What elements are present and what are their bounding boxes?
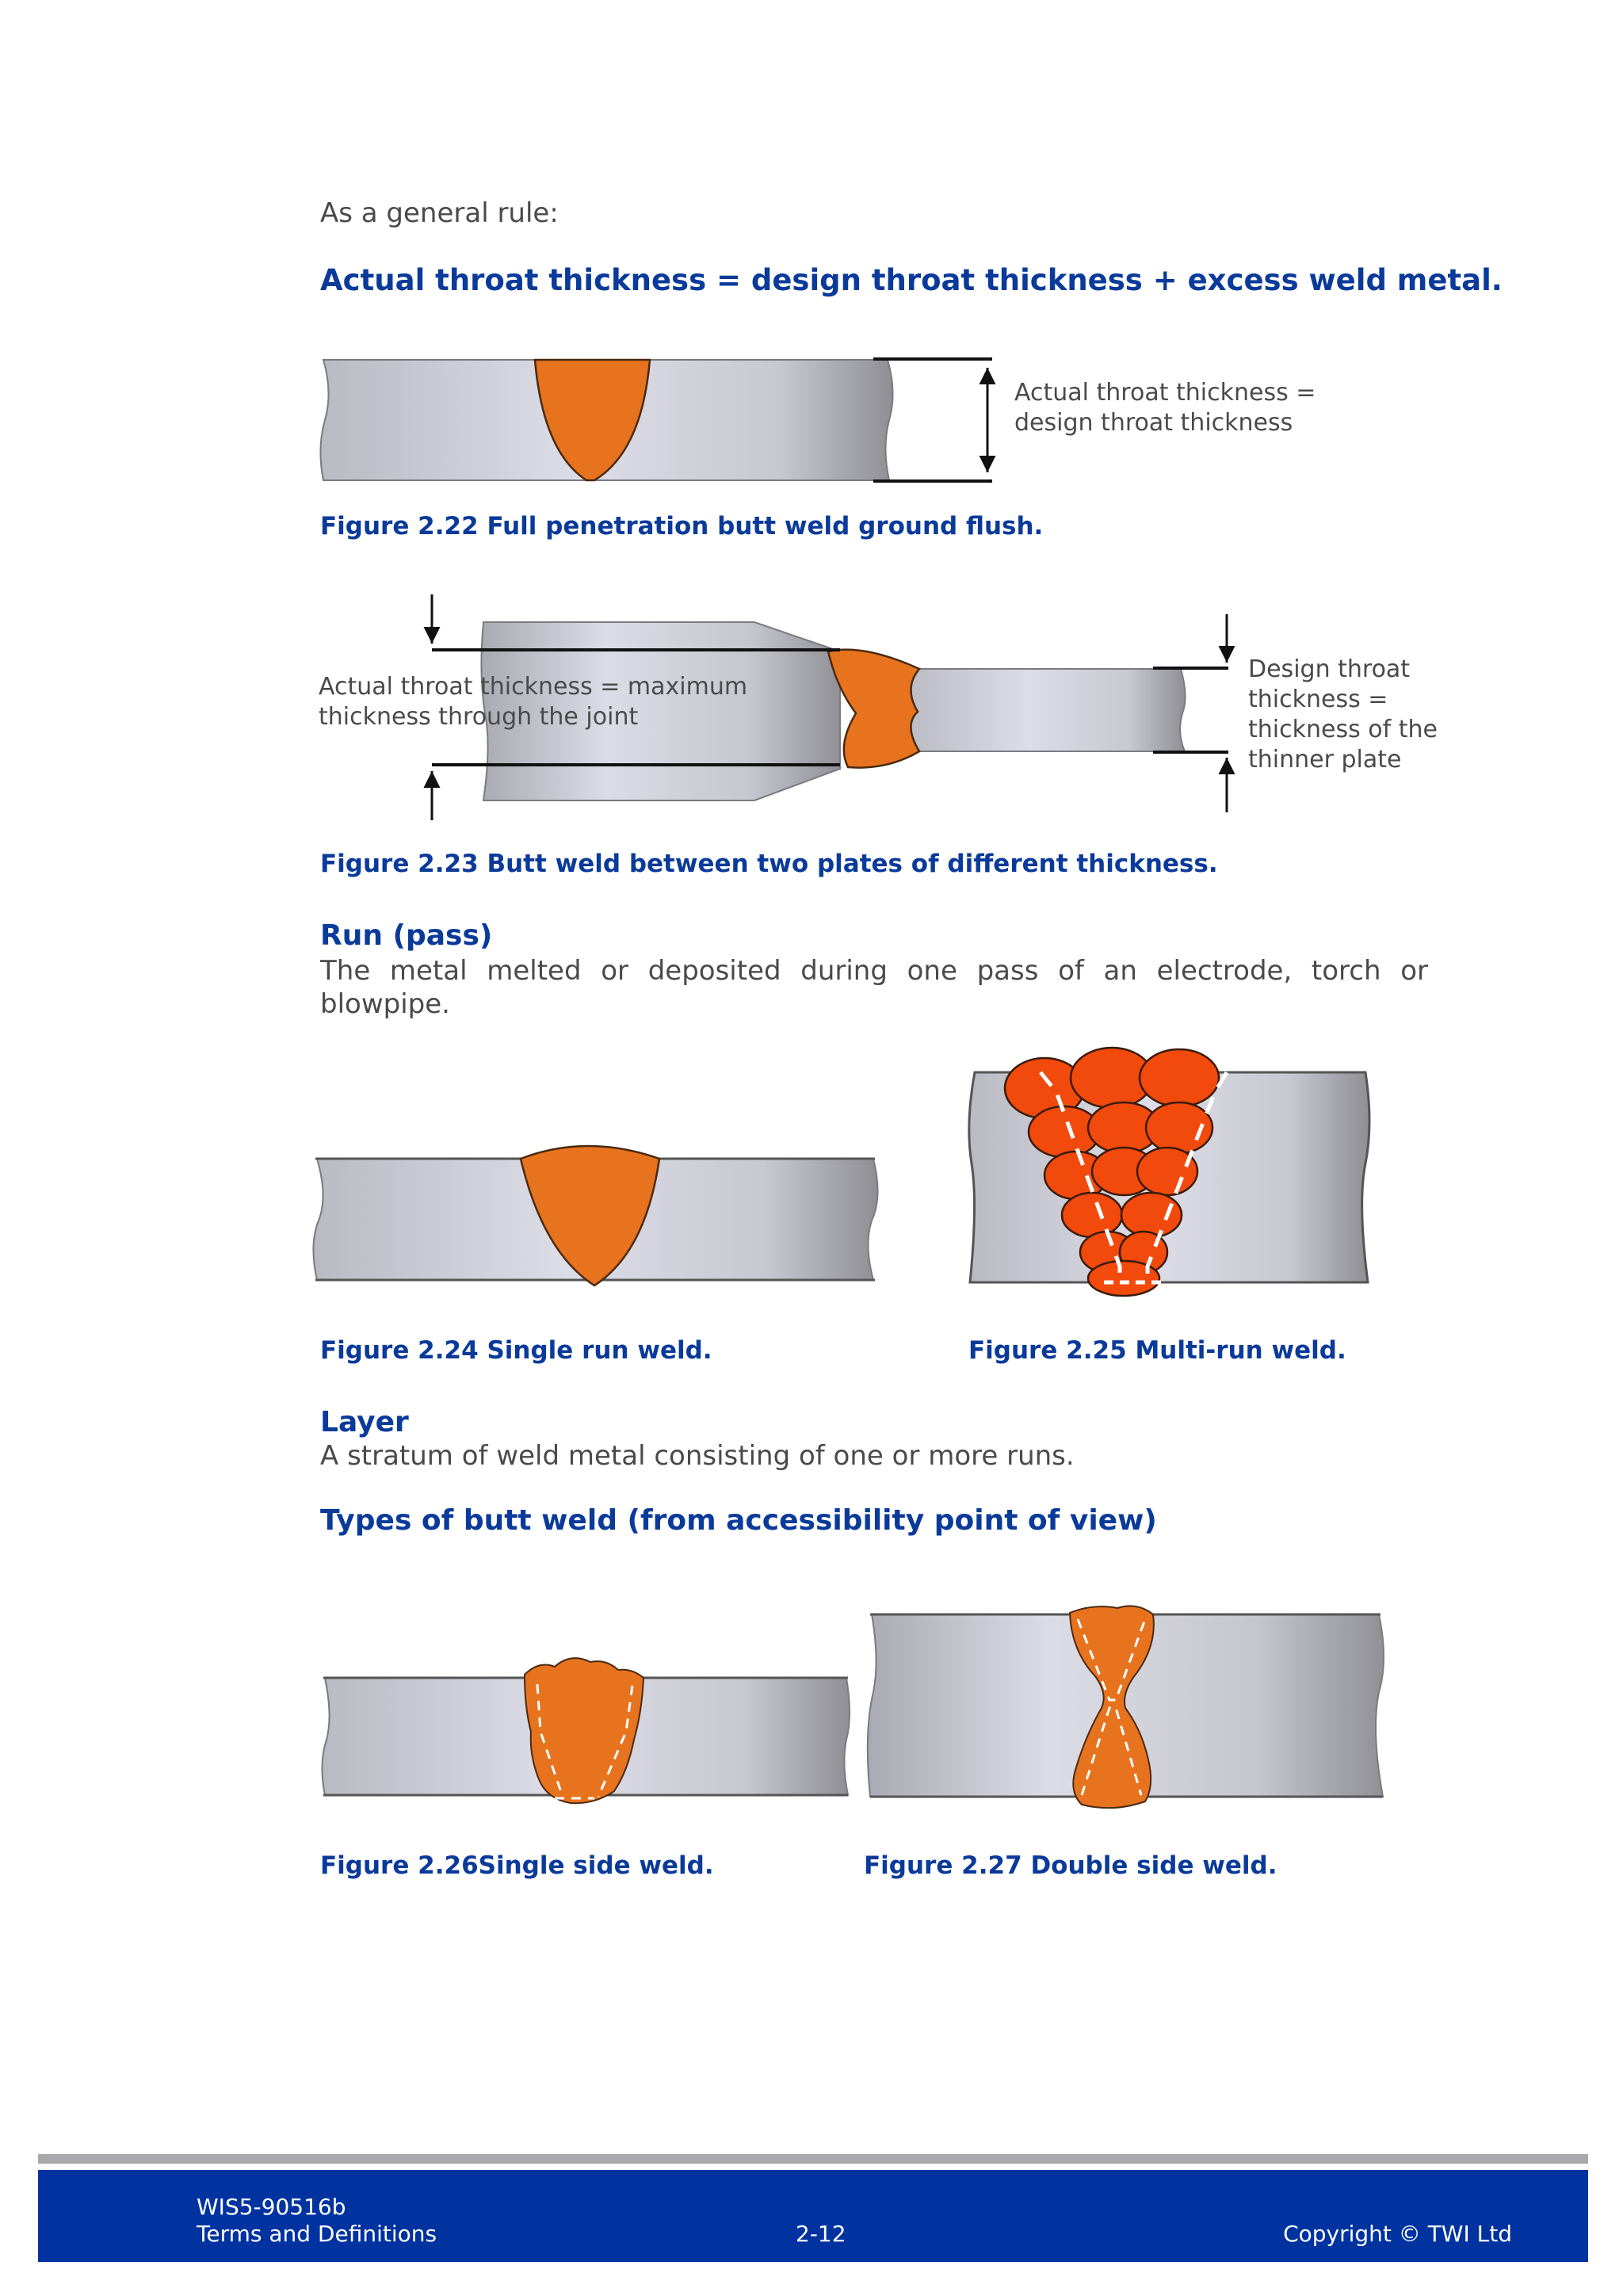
figure-2-25-diagram xyxy=(968,1046,1371,1297)
footer-band: WIS5-90516b Terms and Definitions 2-12 C… xyxy=(38,2170,1588,2262)
run-definition-line2: blowpipe. xyxy=(320,988,450,1020)
fig23-left-line2: thickness through the joint xyxy=(319,703,639,731)
layer-definition: A stratum of weld metal consisting of on… xyxy=(320,1440,1075,1472)
footer-grey-rule xyxy=(38,2154,1588,2164)
figure-2-23-diagram xyxy=(423,594,1235,820)
run-heading: Run (pass) xyxy=(320,919,493,952)
run-definition-line1: The metal melted or deposited during one… xyxy=(320,955,1428,987)
figure-2-26-diagram xyxy=(321,1657,850,1805)
fig22-label-line2: design throat thickness xyxy=(1014,409,1293,437)
fig25-caption: Figure 2.25 Multi-run weld. xyxy=(968,1336,1346,1365)
fig27-caption: Figure 2.27 Double side weld. xyxy=(864,1851,1277,1880)
footer-page-number: 2-12 xyxy=(796,2221,846,2247)
figure-2-27-diagram xyxy=(866,1605,1384,1809)
fig23-caption: Figure 2.23 Butt weld between two plates… xyxy=(320,850,1218,878)
fig22-caption: Figure 2.22 Full penetration butt weld g… xyxy=(320,512,1044,541)
fig23-right-line3: thickness of the xyxy=(1248,716,1438,743)
figure-2-24-diagram xyxy=(312,1144,879,1287)
footer-copyright: Copyright © TWI Ltd xyxy=(1283,2221,1512,2247)
types-heading: Types of butt weld (from accessibility p… xyxy=(320,1504,1157,1537)
figure-2-22-diagram xyxy=(319,357,996,483)
fig24-caption: Figure 2.24 Single run weld. xyxy=(320,1336,712,1365)
footer-doc-id: WIS5-90516b xyxy=(197,2194,346,2220)
fig22-label-line1: Actual throat thickness = xyxy=(1014,379,1316,407)
fig23-left-line1: Actual throat thickness = maximum xyxy=(319,673,748,701)
layer-heading: Layer xyxy=(320,1406,409,1438)
fig23-right-line2: thickness = xyxy=(1248,686,1388,713)
fig23-right-line4: thinner plate xyxy=(1248,746,1402,774)
fig26-caption: Figure 2.26Single side weld. xyxy=(320,1851,714,1880)
rule-heading: Actual throat thickness = design throat … xyxy=(320,263,1503,297)
footer-section: Terms and Definitions xyxy=(197,2221,437,2247)
fig23-right-line1: Design throat xyxy=(1248,655,1411,683)
intro-text: As a general rule: xyxy=(320,197,559,229)
